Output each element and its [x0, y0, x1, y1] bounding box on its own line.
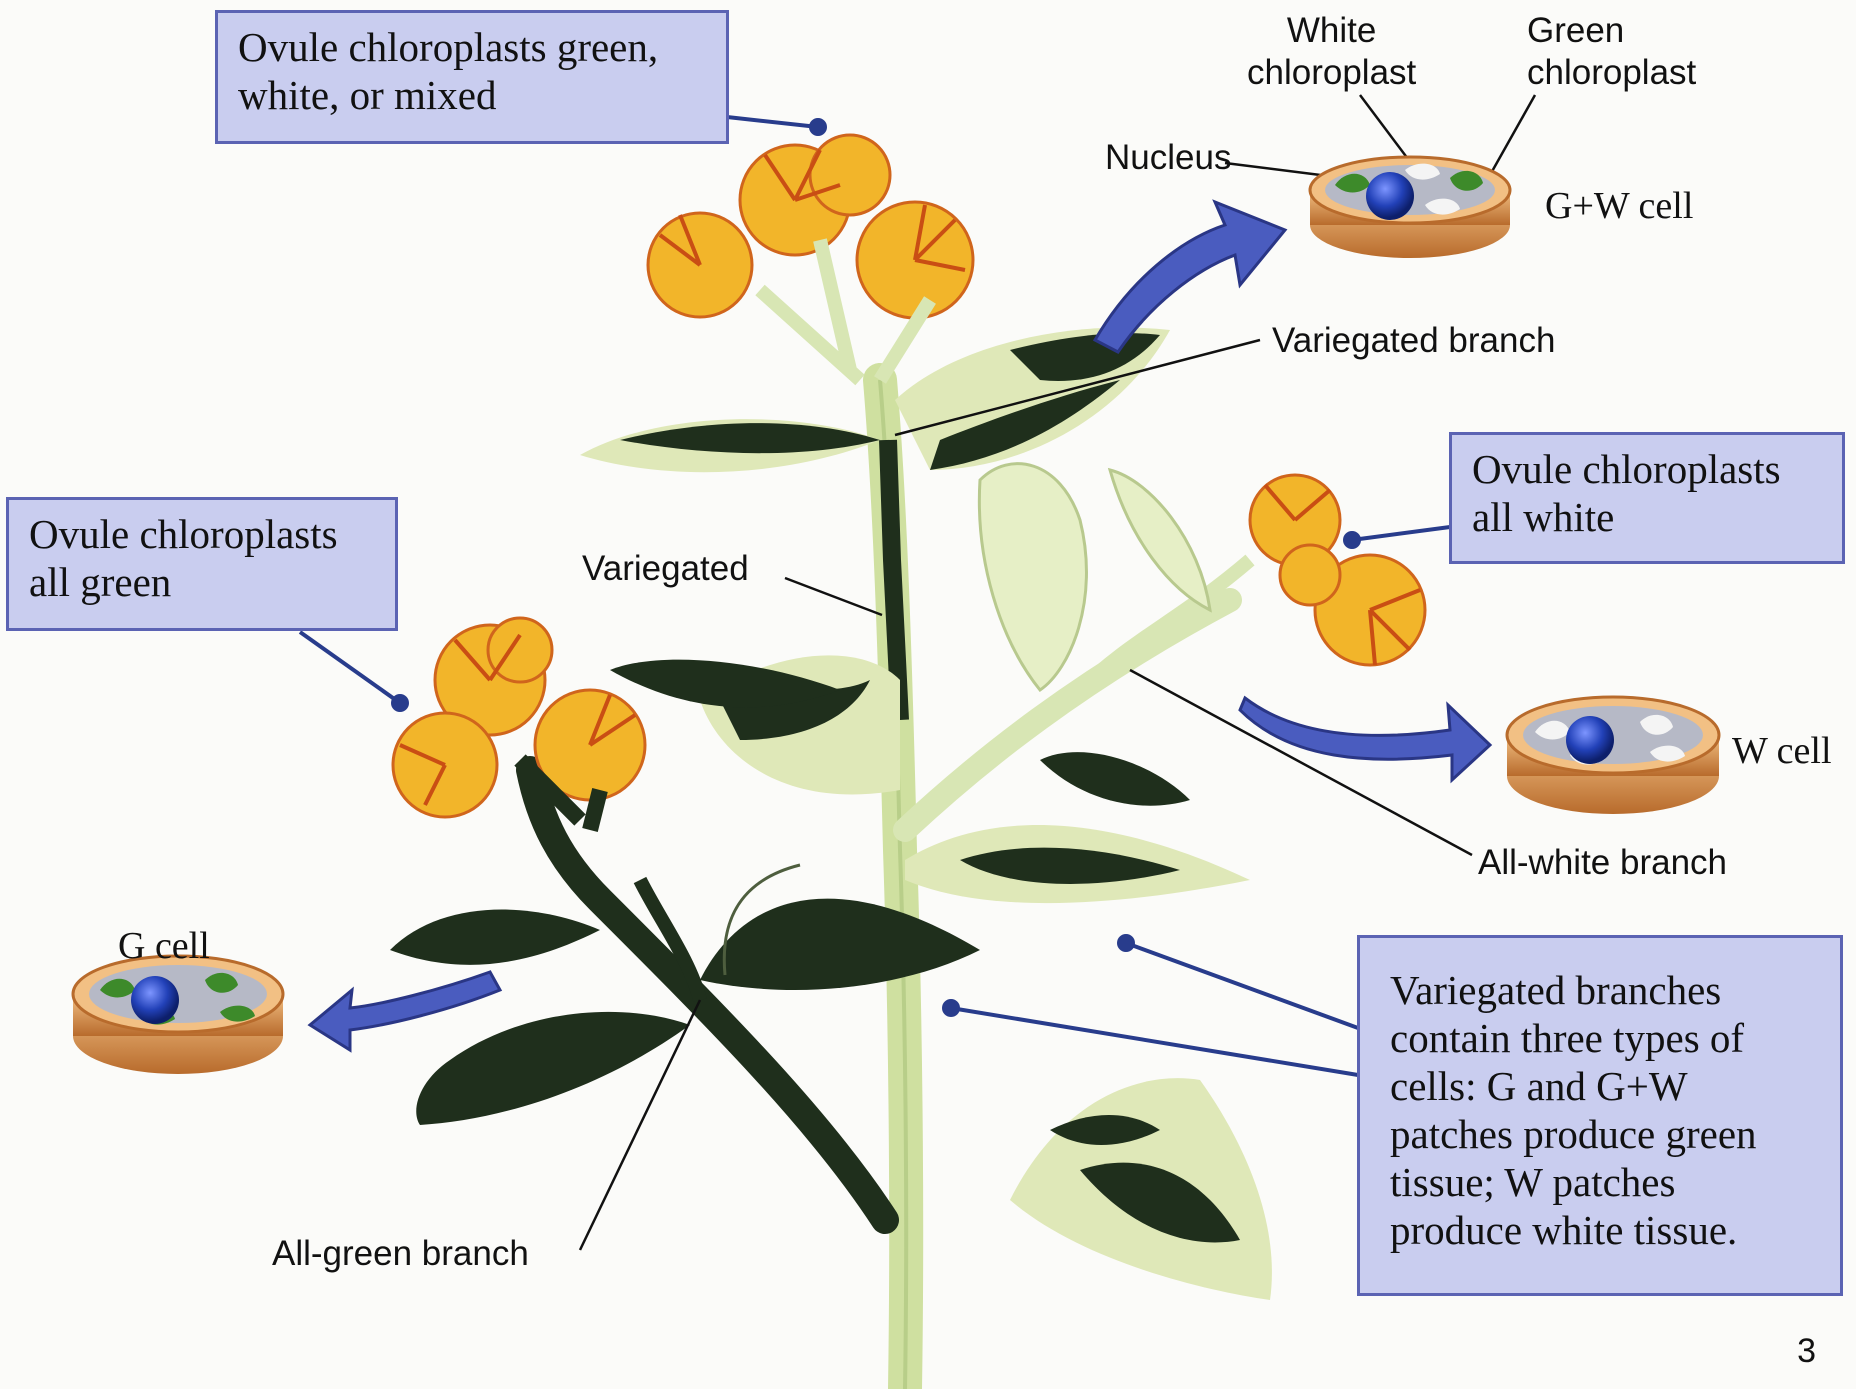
ovule-green-box: Ovule chloroplasts all green — [6, 497, 398, 631]
w-cell-label: W cell — [1732, 730, 1832, 772]
arrow-to-w-cell — [1240, 698, 1490, 780]
variegated-info-line-2: contain three types of — [1390, 1014, 1810, 1062]
green-chloroplast-label-line-1: Green — [1527, 10, 1696, 52]
all-white-branch-label: All-white branch — [1478, 842, 1727, 884]
nucleus-gw — [1366, 172, 1414, 220]
green-chloroplast-label-line-2: chloroplast — [1527, 52, 1696, 94]
arrow-to-g-cell — [310, 972, 500, 1050]
variegated-info-line-4: patches produce green — [1390, 1110, 1810, 1158]
g-cell — [73, 956, 283, 1074]
gw-cell — [1310, 157, 1510, 258]
ovule-mixed-line-1: Ovule chloroplasts green, — [238, 23, 706, 71]
nucleus-g — [131, 976, 179, 1024]
g-cell-label: G cell — [118, 925, 210, 967]
green-chloroplast-label: Green chloroplast — [1527, 10, 1696, 94]
variegated-info-line-3: cells: G and G+W — [1390, 1062, 1810, 1110]
all-green-branch-label: All-green branch — [272, 1233, 529, 1275]
white-chloroplast-label-line-1: White — [1247, 10, 1416, 52]
variegated-info-box: Variegated branches contain three types … — [1357, 935, 1843, 1296]
nucleus-w — [1566, 716, 1614, 764]
ovule-mixed-box: Ovule chloroplasts green, white, or mixe… — [215, 10, 729, 144]
ovule-white-box: Ovule chloroplasts all white — [1449, 432, 1845, 564]
ovule-white-line-1: Ovule chloroplasts — [1472, 445, 1822, 493]
all-green-branch-stem — [530, 770, 885, 1220]
variegated-label: Variegated — [582, 548, 749, 590]
page-number: 3 — [1797, 1332, 1816, 1371]
variegated-info-line-5: tissue; W patches — [1390, 1158, 1810, 1206]
ovule-green-line-1: Ovule chloroplasts — [29, 510, 375, 558]
white-chloroplast-label: White chloroplast — [1247, 10, 1416, 94]
white-chloroplast-label-line-2: chloroplast — [1247, 52, 1416, 94]
variegated-branch-label: Variegated branch — [1272, 320, 1555, 362]
ovule-green-line-2: all green — [29, 558, 375, 606]
variegated-info-line-1: Variegated branches — [1390, 966, 1810, 1014]
nucleus-label: Nucleus — [1105, 137, 1231, 179]
variegated-info-line-6: produce white tissue. — [1390, 1206, 1810, 1254]
ovule-white-line-2: all white — [1472, 493, 1822, 541]
arrow-to-gw-cell — [1095, 202, 1285, 352]
ovule-mixed-line-2: white, or mixed — [238, 71, 706, 119]
gw-cell-label: G+W cell — [1545, 185, 1693, 227]
w-cell — [1507, 697, 1719, 814]
